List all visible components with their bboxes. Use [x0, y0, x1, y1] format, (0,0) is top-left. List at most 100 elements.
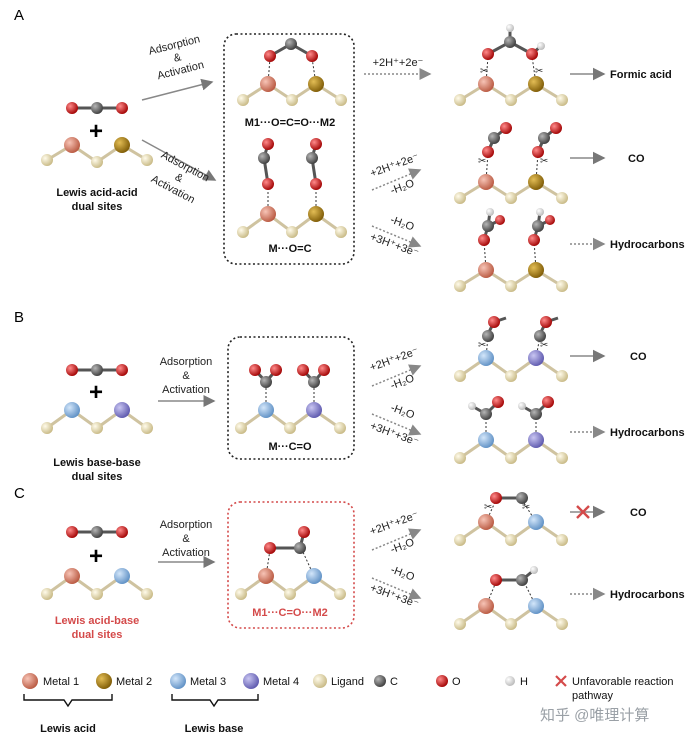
adsorption-arrow-upper: [141, 78, 214, 101]
config-box-c: [227, 501, 355, 629]
step-label-3h-h2o: -H₂O +3H⁺+3e⁻: [368, 402, 420, 449]
config-box-a: [223, 33, 355, 265]
legend-label-c: C: [390, 676, 398, 688]
config-box-b: [227, 336, 355, 460]
svg-text:✂: ✂: [480, 66, 488, 77]
site-label-line2: dual sites: [72, 201, 123, 213]
svg-text:&: &: [173, 51, 184, 65]
svg-text:✂: ✂: [540, 156, 548, 167]
step-arrow-2h-h2o: [371, 168, 422, 191]
site-label-line1: Lewis acid-base: [55, 615, 139, 627]
legend-group-lewis-base: Lewis base: [185, 723, 244, 735]
svg-text:-H₂O: -H₂O: [389, 564, 416, 584]
step-label-3h-h2o: -H₂O +3H⁺+3e⁻: [368, 214, 420, 260]
intermediate-cho-b: [454, 396, 568, 464]
svg-text:-H₂O: -H₂O: [389, 536, 416, 556]
legend-swatch-metal3: [170, 673, 186, 689]
config-label-bridging: M1···O=C=O···M2: [245, 117, 335, 129]
site-label-line1: Lewis base-base: [53, 457, 140, 469]
co2-molecule: [66, 526, 128, 538]
svg-text:Adsorption: Adsorption: [160, 356, 213, 368]
intermediate-cooh-b: ✂ ✂: [454, 316, 568, 382]
legend-swatch-metal4: [243, 673, 259, 689]
svg-text:✂: ✂: [484, 502, 492, 513]
product-hydrocarbons-c: Hydrocarbons: [610, 589, 685, 601]
legend-label-metal1: Metal 1: [43, 676, 79, 688]
adsorption-label-lower: Adsorption & Activation: [149, 149, 211, 206]
plus-sign: +: [89, 379, 103, 406]
adsorption-arrow-lower: [141, 139, 217, 181]
svg-text:Activation: Activation: [162, 547, 210, 559]
svg-text:Activation: Activation: [149, 173, 197, 206]
legend-label-ligand: Ligand: [331, 676, 364, 688]
substrate-acid-base: [41, 568, 153, 600]
legend-label-metal4: Metal 4: [263, 676, 299, 688]
svg-text:+2H⁺+2e⁻: +2H⁺+2e⁻: [368, 345, 420, 374]
legend-swatch-o: [436, 675, 448, 687]
bracket-lewis-base: [171, 694, 259, 708]
legend-swatch-c: [374, 675, 386, 687]
svg-text:+3H⁺+3e⁻: +3H⁺+3e⁻: [368, 420, 420, 449]
adsorption-label-upper: Adsorption & Activation: [147, 33, 205, 82]
product-formic-acid: Formic acid: [610, 69, 672, 81]
legend: Metal 1 Metal 2 Metal 3 Metal 4 Ligand C…: [22, 673, 674, 735]
intermediate-cho-a: [454, 208, 568, 292]
watermark: 知乎 @唯理计算: [540, 706, 649, 724]
adsorbed-co2-acid-base: [235, 526, 346, 600]
svg-text:✂: ✂: [478, 156, 486, 167]
svg-text:✂: ✂: [540, 340, 548, 351]
svg-text:-H₂O: -H₂O: [389, 214, 416, 234]
legend-swatch-metal2: [96, 673, 112, 689]
step-label-2h-h2o: +2H⁺+2e⁻ -H₂O: [368, 509, 420, 556]
svg-text:-H₂O: -H₂O: [389, 372, 416, 392]
product-hydrocarbons-b: Hydrocarbons: [610, 427, 685, 439]
adsorbed-co-o-bound: [237, 138, 347, 238]
step-label-3h-h2o: -H₂O +3H⁺+3e⁻: [368, 564, 420, 611]
svg-text:-H₂O: -H₂O: [389, 177, 416, 197]
legend-label-metal2: Metal 2: [116, 676, 152, 688]
legend-cross-icon: [555, 675, 567, 687]
step-arrow-3h-h2o: [371, 577, 422, 600]
bracket-lewis-acid: [23, 694, 113, 708]
product-co-c: CO: [630, 507, 647, 519]
step-label-2h: +2H⁺+2e⁻: [373, 57, 424, 69]
adsorbed-co-c-bound: [235, 364, 346, 434]
panel-letter-b: B: [14, 309, 24, 326]
substrate-base-base: [41, 402, 153, 434]
svg-text:+2H⁺+2e⁻: +2H⁺+2e⁻: [368, 509, 420, 538]
svg-text:✂: ✂: [535, 66, 543, 77]
config-label-c-bound: M···C=O: [268, 441, 312, 453]
substrate-acid-acid: [41, 137, 153, 168]
panel-c: C + Lewis acid-base dual sites Adsorptio…: [14, 485, 685, 641]
svg-text:Activation: Activation: [162, 384, 210, 396]
panel-b: B + Lewis base-base dual sites Adsorptio…: [14, 309, 685, 483]
panel-letter-a: A: [14, 7, 24, 24]
plus-sign: +: [89, 118, 103, 145]
legend-swatch-metal1: [22, 673, 38, 689]
unfavorable-cross-icon: [576, 505, 590, 519]
step-arrow-2h-h2o: [371, 528, 422, 551]
site-label-line2: dual sites: [72, 471, 123, 483]
legend-label-o: O: [452, 676, 461, 688]
plus-sign: +: [89, 543, 103, 570]
step-arrow-2h-h2o: [371, 364, 422, 387]
svg-text:+2H⁺+2e⁻: +2H⁺+2e⁻: [369, 151, 421, 180]
co2-molecule: [66, 364, 128, 376]
intermediate-co-cleavage: ✂ ✂: [454, 492, 568, 546]
intermediate-formate: ✂ ✂: [454, 24, 568, 106]
step-arrow-3h-h2o: [371, 225, 422, 248]
adsorption-label: Adsorption & Activation: [160, 519, 213, 559]
legend-label-unfavorable-1: Unfavorable reaction: [572, 676, 674, 688]
svg-text:&: &: [182, 533, 190, 545]
svg-text:-H₂O: -H₂O: [389, 402, 416, 422]
panel-a: A + Lewis acid-acid dual sites Adsorptio…: [14, 7, 685, 292]
svg-text:Adsorption: Adsorption: [160, 519, 213, 531]
legend-label-h: H: [520, 676, 528, 688]
legend-swatch-h: [505, 676, 515, 686]
step-arrow-3h-h2o: [371, 413, 422, 436]
legend-label-unfavorable-2: pathway: [572, 690, 613, 702]
legend-swatch-ligand: [313, 674, 327, 688]
site-label-line1: Lewis acid-acid: [56, 187, 137, 199]
product-hydrocarbons-a: Hydrocarbons: [610, 239, 685, 251]
svg-text:&: &: [182, 370, 190, 382]
